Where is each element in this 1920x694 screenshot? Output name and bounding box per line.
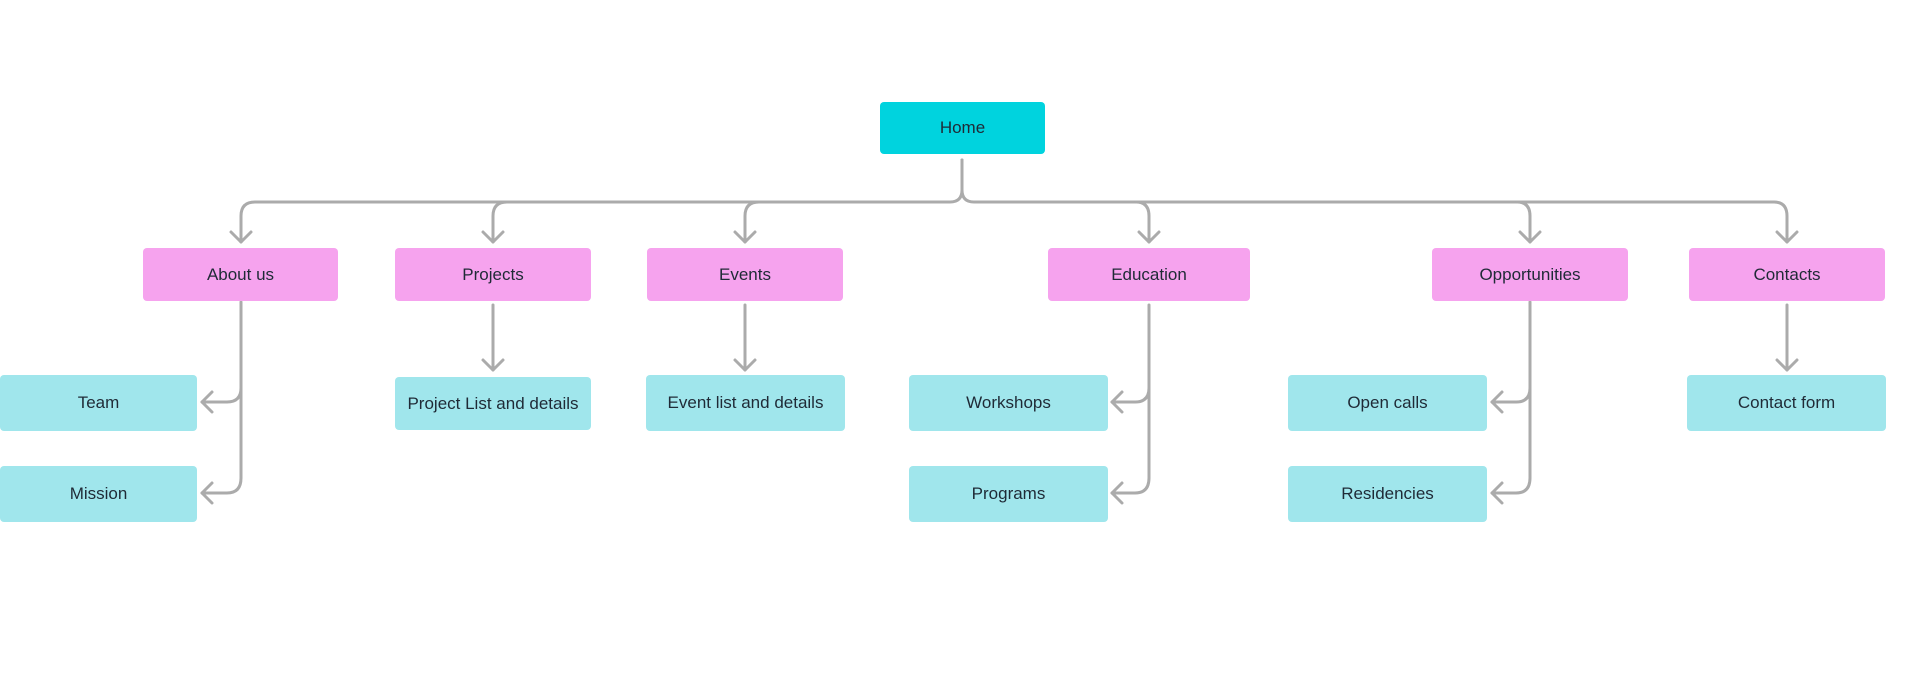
node-events-label: Events — [719, 264, 771, 284]
arrowhead — [1110, 390, 1124, 414]
node-education-label: Education — [1111, 264, 1187, 284]
connector-home-education — [1134, 200, 1151, 244]
arrowhead — [481, 230, 505, 244]
node-opportunities-label: Opportunities — [1479, 264, 1581, 284]
node-projects: Projects — [395, 248, 591, 301]
connector-about-team — [200, 300, 243, 404]
connector-home-opportunities — [1515, 200, 1532, 244]
arrowhead — [229, 230, 253, 244]
connector-opportunities-opencalls — [1490, 300, 1532, 404]
node-opportunities: Opportunities — [1432, 248, 1628, 301]
connector-opportunities-residencies — [1490, 386, 1532, 495]
node-programs-label: Programs — [971, 484, 1046, 503]
node-open-calls: Open calls — [1288, 375, 1487, 431]
arrowhead — [1490, 481, 1504, 505]
node-mission: Mission — [0, 466, 197, 522]
node-projects-label: Projects — [462, 264, 524, 284]
connector-about-mission — [200, 386, 243, 495]
arrowhead — [481, 358, 505, 372]
node-workshops-label: Workshops — [966, 393, 1051, 412]
arrowhead — [733, 358, 757, 372]
node-mission-label: Mission — [69, 484, 128, 503]
node-event-list: Event list and details — [646, 375, 845, 431]
connector-home-about — [239, 158, 964, 244]
arrowhead — [1518, 230, 1542, 244]
node-contact-form: Contact form — [1687, 375, 1886, 431]
node-events: Events — [647, 248, 843, 301]
connector-education-workshops — [1110, 303, 1151, 404]
arrowhead — [1137, 230, 1161, 244]
node-project-list: Project List and details — [395, 377, 591, 430]
node-contacts: Contacts — [1689, 248, 1885, 301]
node-home-label: Home — [939, 118, 986, 137]
connector-home-events — [743, 200, 761, 244]
arrowhead — [1490, 390, 1504, 414]
node-contacts-label: Contacts — [1753, 264, 1821, 284]
connector-education-programs — [1110, 386, 1151, 495]
node-about-us: About us — [143, 248, 338, 301]
node-team-label: Team — [77, 393, 120, 412]
node-team: Team — [0, 375, 197, 431]
node-programs: Programs — [909, 466, 1108, 522]
arrowhead — [200, 390, 214, 414]
node-about-us-label: About us — [206, 264, 275, 284]
node-workshops: Workshops — [909, 375, 1108, 431]
arrowhead — [1110, 481, 1124, 505]
arrowhead — [1775, 230, 1799, 244]
node-residencies: Residencies — [1288, 466, 1487, 522]
node-open-calls-label: Open calls — [1347, 393, 1428, 412]
connector-home-contacts — [960, 158, 1789, 244]
node-contact-form-label: Contact form — [1737, 393, 1836, 412]
arrowhead — [1775, 358, 1799, 372]
node-project-list-label: Project List and details — [407, 393, 579, 413]
node-event-list-label: Event list and details — [667, 393, 824, 412]
node-residencies-label: Residencies — [1341, 484, 1434, 503]
node-education: Education — [1048, 248, 1250, 301]
arrowhead — [733, 230, 757, 244]
arrowhead — [200, 481, 214, 505]
node-home: Home — [880, 102, 1045, 154]
connector-home-projects — [491, 200, 509, 244]
